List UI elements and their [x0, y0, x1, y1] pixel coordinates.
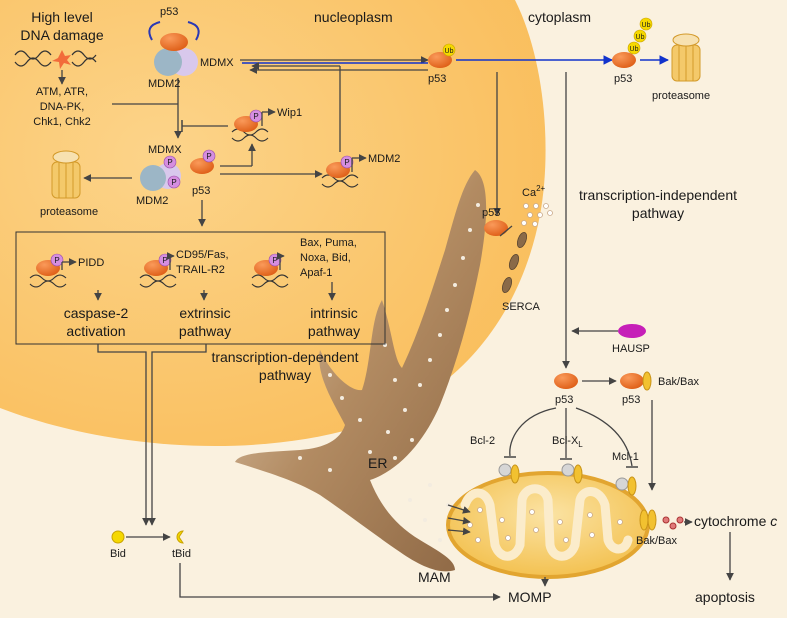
svg-text:MDMX: MDMX [148, 144, 182, 156]
tbid-icon [176, 530, 184, 544]
extrinsic-line1: extrinsic [179, 305, 230, 321]
svg-text:MDM2: MDM2 [148, 78, 180, 90]
bclxl-protein: Bcl-XL [552, 435, 583, 484]
svg-text:p53: p53 [622, 394, 640, 406]
svg-text:p53: p53 [192, 185, 210, 197]
svg-text:Apaf-1: Apaf-1 [300, 267, 332, 279]
nucleoplasm-label: nucleoplasm [314, 9, 393, 25]
dependent-line1: transcription-dependent [211, 349, 358, 365]
svg-text:Bak/Bax: Bak/Bax [636, 535, 677, 547]
calcium-dots [521, 203, 553, 227]
mam-label: MAM [418, 569, 451, 585]
independent-line1: transcription-independent [579, 187, 737, 203]
death-receptor-target: P CD95/Fas, TRAIL-R2 [139, 249, 229, 288]
svg-text:P: P [162, 256, 167, 265]
svg-text:Wip1: Wip1 [277, 107, 302, 119]
extrinsic-line2: pathway [179, 323, 231, 339]
cytochrome-c-icon [662, 516, 684, 530]
independent-line2: pathway [632, 205, 684, 221]
stimulus-line2: DNA damage [20, 27, 103, 43]
svg-text:P: P [171, 178, 176, 187]
hausp-icon [618, 324, 646, 338]
svg-text:Ub: Ub [445, 48, 454, 55]
p53-ub-nucleus-exit: Ub p53 [428, 43, 456, 85]
svg-text:p53: p53 [160, 6, 178, 18]
mcl1-protein: Mcl-1 [612, 451, 639, 496]
cytochrome-c-label: cytochrome c [694, 513, 777, 529]
apoptosis-label: apoptosis [695, 589, 755, 605]
svg-text:Mcl-1: Mcl-1 [612, 451, 639, 463]
stimulus-line1: High level [31, 9, 92, 25]
svg-text:P: P [253, 112, 258, 121]
serca-pumps [501, 231, 528, 294]
svg-text:p53: p53 [614, 73, 632, 85]
p53-polyubiquitin: Ub Ub Ub p53 [612, 17, 653, 85]
svg-text:MDM2: MDM2 [136, 195, 168, 207]
bid-icon [111, 530, 125, 544]
momp-label: MOMP [508, 589, 552, 605]
hausp-label: HAUSP [612, 343, 650, 355]
kinase-line2: DNA-PK, [40, 101, 85, 113]
caspase2-line2: activation [66, 323, 125, 339]
proteasome-nucleus-label: proteasome [40, 206, 98, 218]
svg-text:Noxa, Bid,: Noxa, Bid, [300, 252, 351, 264]
intrinsic-line1: intrinsic [310, 305, 357, 321]
bh3-target: P Bax, Puma, Noxa, Bid, Apaf-1 [251, 237, 357, 288]
p-p53-wip1-gene: P Wip1 [231, 107, 302, 142]
p53-cytoplasm-label: p53 [555, 394, 573, 406]
er-membrane [235, 170, 487, 572]
damaged-dna-icon [14, 50, 97, 69]
kinase-line1: ATM, ATR, [36, 86, 88, 98]
svg-text:Ub: Ub [642, 22, 651, 29]
svg-text:MDM2: MDM2 [368, 153, 400, 165]
caspase2-line1: caspase-2 [64, 305, 129, 321]
svg-text:Bak/Bax: Bak/Bax [658, 376, 699, 388]
svg-text:Ub: Ub [630, 46, 639, 53]
p53-mdm2-mdmx-complex: p53 MDM2 MDMX [148, 6, 234, 90]
svg-text:P: P [344, 158, 349, 167]
proteasome-cytoplasm-label: proteasome [652, 90, 710, 102]
p53-bak-bax-complex: Bak/Bax p53 [620, 371, 699, 406]
bak-bax-pore: Bak/Bax [636, 509, 677, 547]
svg-text:p53: p53 [428, 73, 446, 85]
intrinsic-line2: pathway [308, 323, 360, 339]
phospho-mdm2-mdmx-complex: MDMX P P MDM2 [136, 144, 182, 207]
bid-label: Bid [110, 548, 126, 560]
svg-text:CD95/Fas,: CD95/Fas, [176, 249, 229, 261]
svg-text:P: P [167, 158, 172, 167]
ca-label: Ca2+ [522, 184, 546, 199]
svg-text:PIDD: PIDD [78, 257, 104, 269]
phospho-p53: P p53 [190, 149, 216, 197]
svg-text:P: P [54, 256, 59, 265]
p53-er: p53 [482, 207, 508, 236]
svg-text:P: P [272, 256, 277, 265]
proteasome-cytoplasm-icon [671, 33, 701, 82]
dependent-line2: pathway [259, 367, 311, 383]
pidd-target: P PIDD [29, 253, 104, 288]
nucleus-region [0, 0, 546, 447]
mitochondrion-cristae [460, 484, 633, 561]
proteasome-nucleus-icon [51, 150, 81, 199]
serca-label: SERCA [502, 301, 541, 313]
cytoplasm-label: cytoplasm [528, 9, 591, 25]
svg-text:P: P [206, 152, 211, 161]
tbid-label: tBid [172, 548, 191, 560]
svg-text:Bcl-XL: Bcl-XL [552, 435, 583, 449]
p53-cytoplasm [554, 373, 578, 389]
kinase-line3: Chk1, Chk2 [33, 116, 90, 128]
er-lumen-dots [298, 203, 480, 542]
svg-text:Ub: Ub [636, 34, 645, 41]
svg-text:TRAIL-R2: TRAIL-R2 [176, 264, 225, 276]
transcription-dependent-box [15, 231, 386, 345]
svg-text:Bax, Puma,: Bax, Puma, [300, 237, 357, 249]
svg-text:p53: p53 [482, 207, 500, 219]
bcl2-protein: Bcl-2 [470, 435, 520, 484]
svg-text:MDMX: MDMX [200, 57, 234, 69]
svg-text:Bcl-2: Bcl-2 [470, 435, 495, 447]
p-p53-mdm2-gene: P MDM2 [321, 153, 400, 188]
er-label: ER [368, 455, 387, 471]
